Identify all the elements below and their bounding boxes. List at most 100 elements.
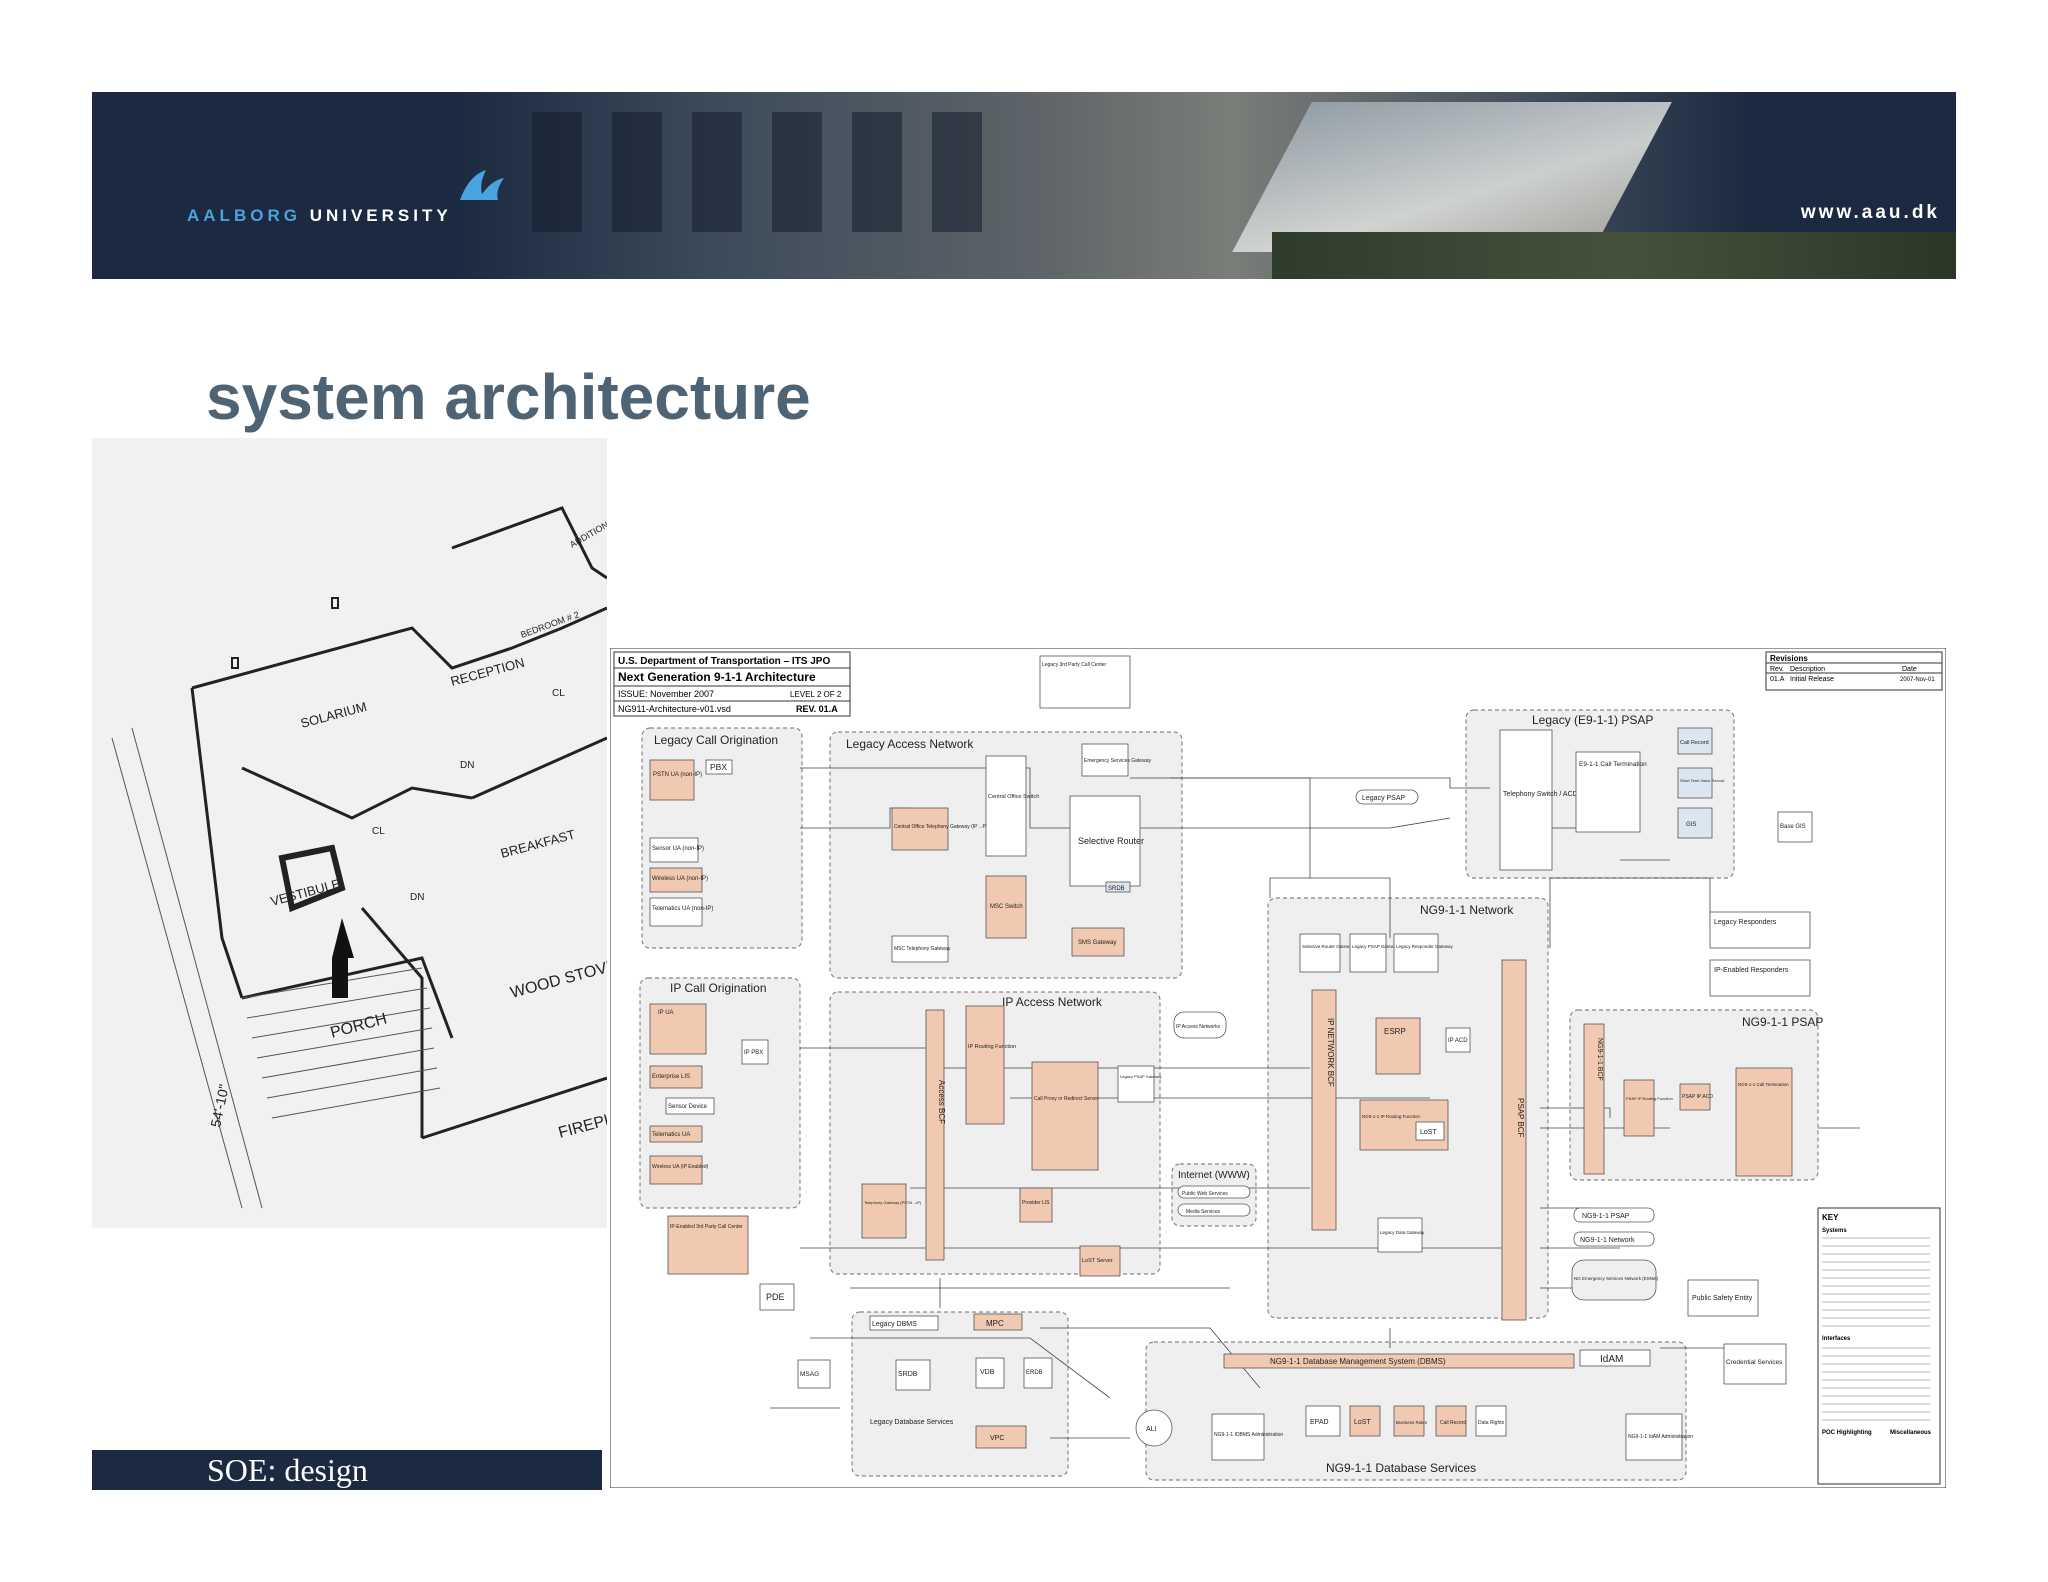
floorplan-image: SOLARIUM RECEPTION VESTIBULE BREAKFAST P… <box>92 438 607 1228</box>
diagram-issue: ISSUE: November 2007 <box>618 689 714 699</box>
node-box <box>1777 811 1813 843</box>
footer-text: SOE: design <box>207 1452 368 1488</box>
node-box <box>1305 1405 1341 1437</box>
diagram-file: NG911-Architecture-v01.vsd <box>618 704 731 714</box>
node-label: Base GIS <box>1780 824 1806 830</box>
node-box <box>1135 1409 1173 1447</box>
plan-label: CL <box>372 826 385 837</box>
node-box <box>1573 1231 1655 1247</box>
node-box <box>1299 933 1341 973</box>
node-box <box>1393 1405 1425 1437</box>
node-box <box>1709 959 1811 997</box>
key-title: KEY <box>1822 1213 1839 1222</box>
node-label: Data Rights <box>1478 1420 1505 1426</box>
revisions-col: Date <box>1902 666 1917 673</box>
key-section: Systems <box>1822 1228 1847 1234</box>
node-label: IP PBX <box>744 1050 763 1056</box>
node-box <box>1393 933 1439 973</box>
node-box <box>861 1183 907 1239</box>
node-label: Legacy PSAP Gateway <box>1120 1074 1162 1079</box>
node-label: MSC Telephony Gateway <box>894 946 951 952</box>
node-label: Sensor UA (non-IP) <box>652 846 704 852</box>
revisions-cell: 01.A <box>1770 676 1785 683</box>
node-label: NG9-1-1 PSAP <box>1582 1213 1630 1220</box>
node-box <box>965 1005 1005 1125</box>
node-label: Telephony Switch / ACD <box>1503 791 1578 798</box>
node-box <box>1583 1023 1605 1175</box>
node-label: NG9-1-1 IdAM Administration <box>1628 1434 1693 1440</box>
node-label: Wireless UA (non-IP) <box>652 876 708 882</box>
region-title: NG9-1-1 PSAP <box>1742 1015 1823 1029</box>
node-label: Legacy Responder Gateway <box>1396 944 1454 949</box>
node-label: Telematics UA (non-IP) <box>652 906 713 912</box>
node-label: ALI <box>1146 1426 1157 1433</box>
node-label: PSAP BCF <box>1516 1098 1525 1138</box>
node-label: Public Safety Entity <box>1692 1295 1753 1302</box>
node-label: Central Office Telephony Gateway (IP→PST… <box>894 824 998 830</box>
node-label: SRDB <box>1108 886 1125 892</box>
node-label: Legacy Database Services <box>870 1419 954 1426</box>
room-label: FIREPLACE <box>557 1102 607 1141</box>
node-label: GIS <box>1686 822 1696 828</box>
plan-label: DN <box>460 760 474 771</box>
diagram-header-box: U.S. Department of Transportation – ITS … <box>613 651 851 717</box>
node-label: Wireless UA (IP Enabled) <box>652 1164 709 1170</box>
node-box <box>741 1039 769 1065</box>
node-box <box>649 1065 703 1089</box>
node-label: Telematics UA <box>652 1132 690 1138</box>
node-label: Provider LIS <box>1022 1200 1050 1206</box>
node-label: Credential Services <box>1726 1359 1783 1366</box>
node-label: Legacy DBMS <box>872 1321 917 1328</box>
node-label: MSAG <box>800 1371 819 1378</box>
node-label: Selective Router Gateway <box>1302 944 1355 949</box>
node-box <box>1573 1207 1655 1223</box>
region-title: IP Access Network <box>1002 995 1103 1009</box>
key-section: Interfaces <box>1822 1336 1851 1342</box>
university-name-part1: AALBORG <box>187 206 301 225</box>
footer-bar: SOE: design <box>92 1450 602 1490</box>
node-box <box>1709 911 1811 949</box>
node-box <box>1501 959 1527 1321</box>
node-box <box>1677 727 1713 755</box>
node-box <box>975 1425 1027 1449</box>
node-label: MSC Switch <box>990 904 1023 910</box>
node-box <box>1735 1067 1793 1177</box>
node-box <box>665 1097 715 1115</box>
node-label: E9-1-1 Call Termination <box>1579 761 1647 768</box>
node-box <box>1039 655 1131 709</box>
node-box <box>649 867 703 893</box>
node-label: Enterprise LIS <box>652 1074 690 1080</box>
node-label: NG9-1-1 Database Management System (DBMS… <box>1270 1357 1446 1366</box>
university-url: www.aau.dk <box>1800 202 1940 223</box>
node-box <box>891 807 949 851</box>
region-title: Internet (WWW) <box>1178 1170 1250 1181</box>
node-box <box>1071 927 1125 957</box>
node-label: Public Web Services <box>1182 1191 1228 1197</box>
revisions-col: Description <box>1790 666 1825 673</box>
node-label: Legacy PSAP Gateway <box>1352 944 1399 949</box>
node-label: NG Emergency Services Network (ESNet) <box>1574 1276 1659 1281</box>
node-label: IP NETWORK BCF <box>1326 1018 1335 1087</box>
key-section: POC Highlighting <box>1822 1430 1872 1436</box>
node-label: NG9-1-1 BCF <box>1596 1038 1603 1081</box>
university-name-part2: UNIVERSITY <box>309 206 452 225</box>
node-box <box>1173 1011 1227 1039</box>
node-label: Legacy Responders <box>1714 919 1777 926</box>
region-title: NG9-1-1 Network <box>1420 903 1514 917</box>
node-box <box>1019 1187 1053 1223</box>
node-box <box>1435 1405 1467 1437</box>
node-label: NG9-1-1 IP Routing Function <box>1362 1114 1420 1119</box>
header-banner: AALBORG UNIVERSITY www.aau.dk <box>92 92 1956 279</box>
node-label: Legacy 3rd Party Call Center <box>1042 662 1107 668</box>
node-box <box>649 1003 707 1055</box>
node-box <box>1723 1343 1787 1385</box>
node-label: Emergency Services Gateway <box>1084 758 1151 764</box>
plan-label: CL <box>552 688 565 699</box>
diagram-org: U.S. Department of Transportation – ITS … <box>618 656 830 667</box>
node-label: EPAD <box>1310 1419 1329 1426</box>
region-title: Legacy Call Origination <box>654 733 778 747</box>
node-label: Sensor Device <box>668 1104 708 1110</box>
region-legacy-database-services <box>851 1311 1069 1477</box>
node-box <box>1117 1065 1155 1103</box>
node-box <box>667 1215 749 1275</box>
